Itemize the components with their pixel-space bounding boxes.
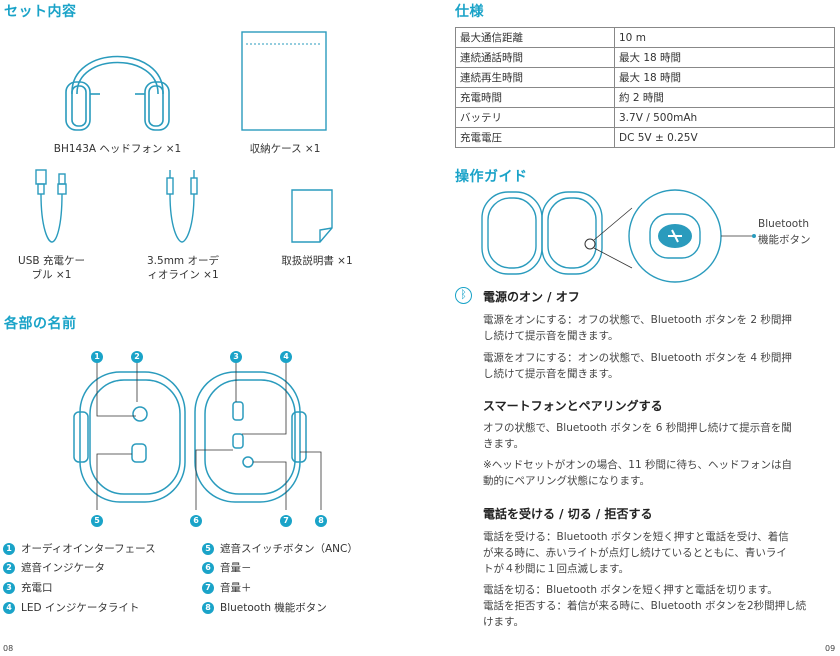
- parts-title: 各部の名前: [4, 316, 77, 332]
- bluetooth-icon: ᛒ: [455, 287, 472, 304]
- pairing-note: ※ヘッドセットがオンの場合、11 秒間に待ち、ヘッドフォンは自 動的にペアリング…: [483, 459, 792, 487]
- usb-cable-illustration: [35, 169, 67, 243]
- parts-diagram: [73, 358, 322, 510]
- pairing-text: オフの状態で、Bluetooth ボタンを 6 秒間押し続けて提示音を聞 きます…: [483, 422, 792, 450]
- usb-caption-line1: USB 充電ケー: [18, 255, 85, 267]
- answer-call-text: 電話を受ける：Bluetooth ボタンを短く押すと電話を受け、着信 が来る時に…: [483, 531, 789, 575]
- spec-title: 仕様: [455, 4, 484, 20]
- callout-5: 5: [91, 510, 103, 529]
- headphones-caption: BH143A ヘッドフォン ×1: [53, 143, 182, 155]
- page-number-right: 09: [825, 644, 836, 653]
- bt-button-label-line2: 機能ボタン: [758, 234, 811, 246]
- callout-4: 4: [280, 346, 292, 365]
- power-onoff-title: 電源のオン / オフ: [483, 290, 580, 304]
- headphones-illustration: [65, 55, 170, 131]
- bt-button-label: Bluetooth 機能ボタン: [758, 216, 838, 248]
- table-row: 連続通話時間最大 18 時間: [455, 47, 835, 68]
- table-row: 連続再生時間最大 18 時間: [455, 67, 835, 88]
- table-row: 充電時間約 2 時間: [455, 87, 835, 108]
- call-control-title: 電話を受ける / 切る / 拒否する: [483, 507, 653, 521]
- callout-2: 2: [131, 346, 143, 365]
- callout-6: 6: [190, 510, 202, 529]
- aux-caption-line1: 3.5mm オーデ: [147, 255, 219, 267]
- usb-caption: USB 充電ケー ブル ×1: [4, 254, 99, 282]
- bt-button-illustration: [481, 189, 756, 283]
- manual-caption: 取扱説明書 ×1: [281, 255, 353, 267]
- set-contents-title: セット内容: [4, 4, 77, 20]
- manual-illustration: [291, 189, 333, 243]
- power-off-text: 電源をオフにする：オンの状態で、Bluetooth ボタンを 4 秒間押 し続け…: [483, 352, 792, 380]
- callout-8: 8: [315, 510, 327, 529]
- end-reject-call-text: 電話を切る：Bluetooth ボタンを短く押すと電話を切ります。 電話を拒否す…: [483, 584, 807, 628]
- callout-7: 7: [280, 510, 292, 529]
- callout-3: 3: [230, 346, 242, 365]
- guide-title: 操作ガイド: [455, 169, 528, 185]
- aux-caption-line2: ィオライン ×1: [147, 269, 219, 281]
- pairing-title: スマートフォンとペアリングする: [483, 399, 663, 413]
- usb-caption-line2: ブル ×1: [31, 269, 72, 281]
- callout-1: 1: [91, 346, 103, 365]
- pouch-illustration: [241, 31, 327, 131]
- bt-button-label-line1: Bluetooth: [758, 218, 809, 230]
- aux-caption: 3.5mm オーデ ィオライン ×1: [128, 254, 238, 282]
- case-caption: 収納ケース ×1: [249, 143, 321, 155]
- aux-cable-illustration: [166, 170, 198, 243]
- power-on-text: 電源をオンにする：オフの状態で、Bluetooth ボタンを 2 秒間押 し続け…: [483, 314, 792, 342]
- page-number-left: 08: [3, 644, 14, 653]
